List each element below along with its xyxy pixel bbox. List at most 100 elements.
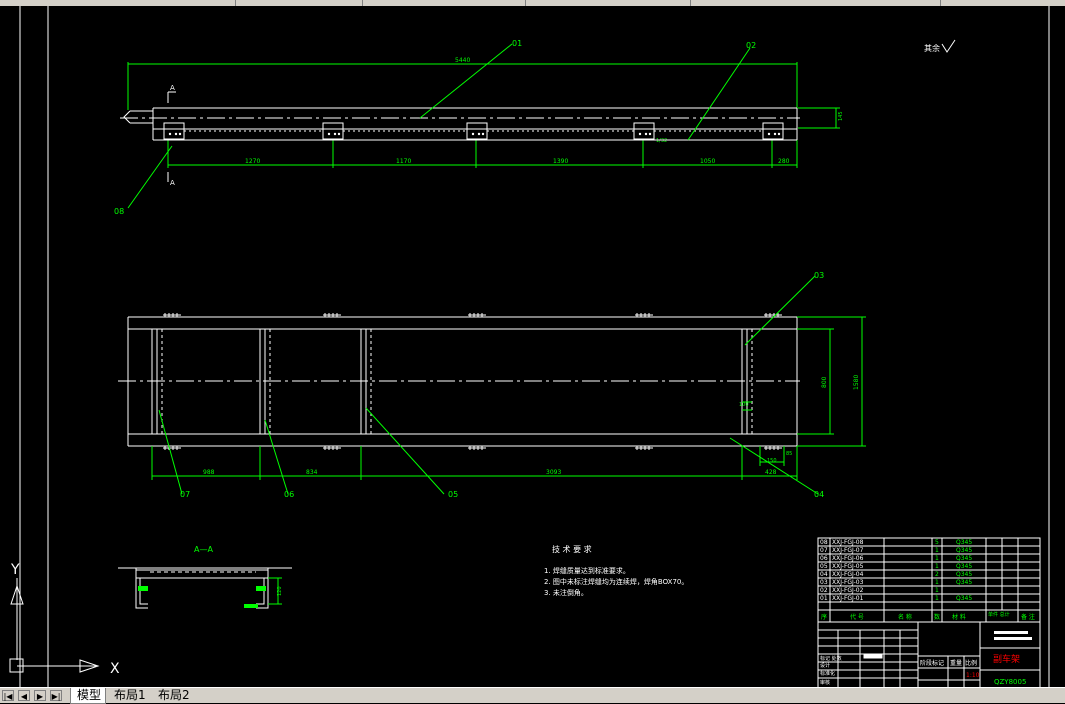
notes-title: 技 术 要 求 [552, 544, 592, 554]
drawing-frame [19, 6, 1050, 687]
section-mark-top: A [170, 84, 175, 92]
dim-height: 145 [838, 111, 844, 121]
part-mat: Q345 [956, 595, 972, 602]
dim-spacing-4: 1050 [700, 158, 715, 165]
part-qty: 1 [935, 555, 939, 562]
part-code: XXJ-FGJ-03 [832, 579, 864, 586]
last-tab-button[interactable]: ▶| [50, 690, 62, 701]
header-no: 序 [821, 613, 827, 621]
dim-spacing-2: 1170 [396, 158, 411, 165]
header-weight: 单件 总计 [988, 611, 1010, 618]
title-stage: 阶段标记 [920, 659, 944, 667]
part-qty: 1 [935, 563, 939, 570]
part-mat: Q345 [956, 555, 972, 562]
callout-04: 04 [814, 490, 824, 499]
section-view[interactable]: A—A 120 [118, 545, 292, 609]
ucs-y-label: Y [10, 562, 20, 578]
title-weight: 重量 [950, 659, 962, 667]
part-qty: 1 [935, 595, 939, 602]
dim-plan-spacing-2: 834 [306, 469, 318, 476]
part-code: XXJ-FGJ-07 [832, 547, 864, 554]
part-code: XXJ-FGJ-08 [832, 539, 864, 546]
note-1: 1. 焊缝质量达到标准要求。 [544, 566, 630, 575]
part-mat: Q345 [956, 547, 972, 554]
note-2: 2. 图中未标注焊缝均为连续焊，焊角BOX70。 [544, 577, 688, 586]
dim-inner-height: 800 [821, 376, 828, 388]
plan-view[interactable]: 1580 800 100 150 85 988 834 3093 428 [118, 313, 866, 480]
part-code: XXJ-FGJ-01 [832, 595, 864, 602]
next-tab-button[interactable]: ▶ [34, 690, 46, 701]
title-design: 设计 [820, 662, 830, 669]
part-no: 03 [820, 579, 828, 586]
part-no: 04 [820, 571, 828, 578]
part-code: XXJ-FGJ-04 [832, 571, 864, 578]
callout-leaders [127, 43, 819, 495]
dim-plan-spacing-3: 3093 [546, 469, 561, 476]
header-name: 名 称 [898, 613, 912, 621]
part-mat: Q345 [956, 571, 972, 578]
callout-05: 05 [448, 490, 458, 499]
part-mat: Q345 [956, 539, 972, 546]
roughness-note: 其余 [924, 43, 940, 53]
part-no: 07 [820, 547, 828, 554]
side-tag: 1/32 [656, 138, 667, 144]
tab-model[interactable]: 模型 [70, 688, 107, 704]
header-remark: 备 注 [1021, 613, 1035, 621]
toolbar-divider [525, 0, 526, 6]
part-no: 08 [820, 539, 828, 546]
tab-layout1[interactable]: 布局1 [114, 688, 146, 702]
dim-outer-height: 1580 [853, 375, 860, 390]
toolbar-divider [362, 0, 363, 6]
dim-corner: 150 [767, 458, 777, 464]
toolbar-divider [235, 0, 236, 6]
roughness-symbol [941, 39, 956, 53]
section-title: A—A [194, 545, 213, 554]
toolbar-divider [940, 0, 941, 6]
section-mark-bottom: A [170, 179, 175, 187]
layout-tab-bar: |◀ ◀ ▶ ▶| 模型 布局1 布局2 [0, 687, 1065, 704]
callout-02: 02 [746, 41, 756, 50]
toolbar-divider [690, 0, 691, 6]
drawing-number: QZY8005 [994, 678, 1026, 686]
drawing-canvas[interactable]: 其余 5440 145 1270 1170 1390 1050 280 1/32 [0, 6, 1065, 687]
dim-plan-spacing-1: 988 [203, 469, 215, 476]
prev-tab-button[interactable]: ◀ [18, 690, 30, 701]
title-standard: 标准化 [820, 670, 835, 677]
dim-spacing-1: 1270 [245, 158, 260, 165]
part-code: XXJ-FGJ-05 [832, 563, 864, 570]
toolbar-strip [0, 0, 1065, 6]
part-no: 05 [820, 563, 828, 570]
dim-spacing-5: 280 [778, 158, 790, 165]
first-tab-button[interactable]: |◀ [2, 690, 14, 701]
header-code: 代 号 [850, 613, 864, 621]
note-3: 3. 未注倒角。 [544, 588, 588, 597]
title-scale-value: 1:10 [966, 672, 980, 679]
part-no: 06 [820, 555, 828, 562]
callout-06: 06 [284, 490, 294, 499]
drawing-title: 副车架 [993, 653, 1020, 665]
tab-layout2[interactable]: 布局2 [158, 688, 190, 702]
section-dim: 120 [277, 586, 283, 596]
ucs-icon: Y X [9, 562, 120, 677]
part-code: XXJ-FGJ-06 [832, 555, 864, 562]
part-qty: 2 [935, 571, 939, 578]
top-view[interactable]: 5440 145 1270 1170 1390 1050 280 1/32 [120, 57, 844, 187]
callout-01: 01 [512, 39, 522, 48]
part-mat: Q345 [956, 579, 972, 586]
title-block[interactable] [817, 621, 1041, 687]
part-mat: Q345 [956, 563, 972, 570]
part-no: 01 [820, 595, 828, 602]
title-mark: 标记 处数 [820, 655, 842, 662]
part-no: 02 [820, 587, 828, 594]
callout-07: 07 [180, 490, 190, 499]
dim-spacing-3: 1390 [553, 158, 568, 165]
part-qty: 5 [935, 539, 939, 546]
callout-08: 08 [114, 207, 124, 216]
header-qty: 数 [934, 613, 940, 621]
dim-plan-spacing-4: 428 [765, 469, 777, 476]
part-code: XXJ-FGJ-02 [832, 587, 864, 594]
part-qty: 1 [935, 547, 939, 554]
title-scale: 比例 [965, 659, 977, 667]
dim-small: 100 [739, 402, 749, 408]
